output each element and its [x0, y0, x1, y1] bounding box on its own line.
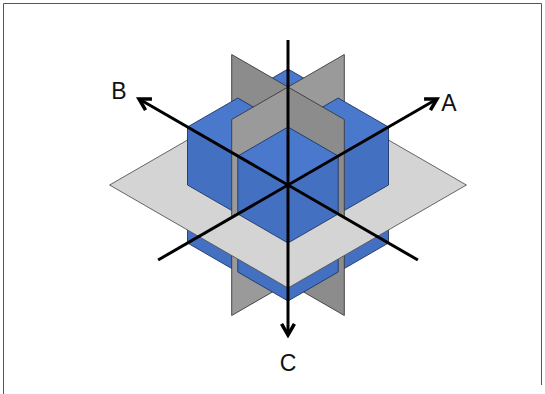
axes	[139, 40, 437, 335]
axis-label: A	[441, 92, 456, 115]
axis-arrow	[139, 99, 418, 260]
axis-label: C	[280, 352, 297, 375]
axis-arrow	[287, 40, 290, 335]
axis-arrow	[158, 99, 437, 260]
axis-label: B	[111, 80, 126, 103]
frame	[4, 4, 542, 394]
